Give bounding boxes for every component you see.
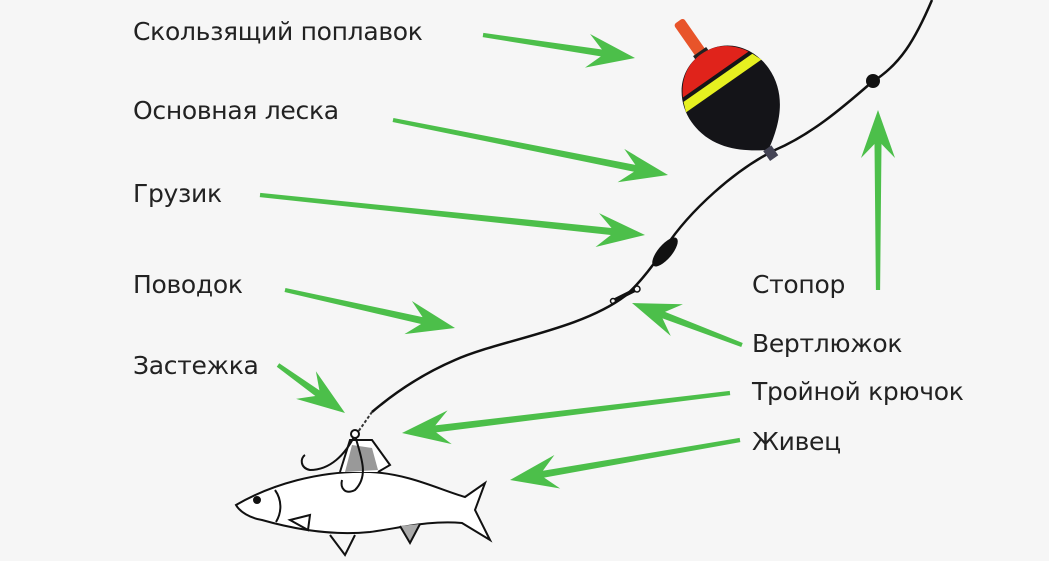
arrow-clasp xyxy=(276,363,345,413)
label-treble-hook: Тройной крючок xyxy=(752,377,964,406)
label-swivel: Вертлюжок xyxy=(752,329,903,358)
label-clasp: Застежка xyxy=(133,351,259,380)
sinker-weight xyxy=(652,237,678,267)
arrow-swivel xyxy=(632,303,743,347)
arrow-treble-hook xyxy=(402,390,731,445)
arrow-live-bait xyxy=(510,437,741,489)
label-stopper: Стопор xyxy=(752,270,846,299)
stopper-bead xyxy=(866,74,880,88)
leader-chain xyxy=(357,411,373,433)
arrow-sinker xyxy=(259,192,645,247)
label-sinker: Грузик xyxy=(133,179,222,208)
sliding-float xyxy=(674,19,780,161)
label-sliding-float: Скользящий поплавок xyxy=(133,17,423,46)
arrow-stopper xyxy=(861,110,895,290)
arrows-layer xyxy=(259,32,895,489)
arrow-leader xyxy=(284,287,455,335)
arrow-main-line xyxy=(392,117,668,183)
live-bait-fish xyxy=(234,429,493,557)
label-main-line: Основная леска xyxy=(133,96,339,125)
swivel xyxy=(609,285,641,305)
arrow-float xyxy=(482,32,635,68)
label-leader: Поводок xyxy=(133,270,243,299)
label-live-bait: Живец xyxy=(752,427,841,456)
